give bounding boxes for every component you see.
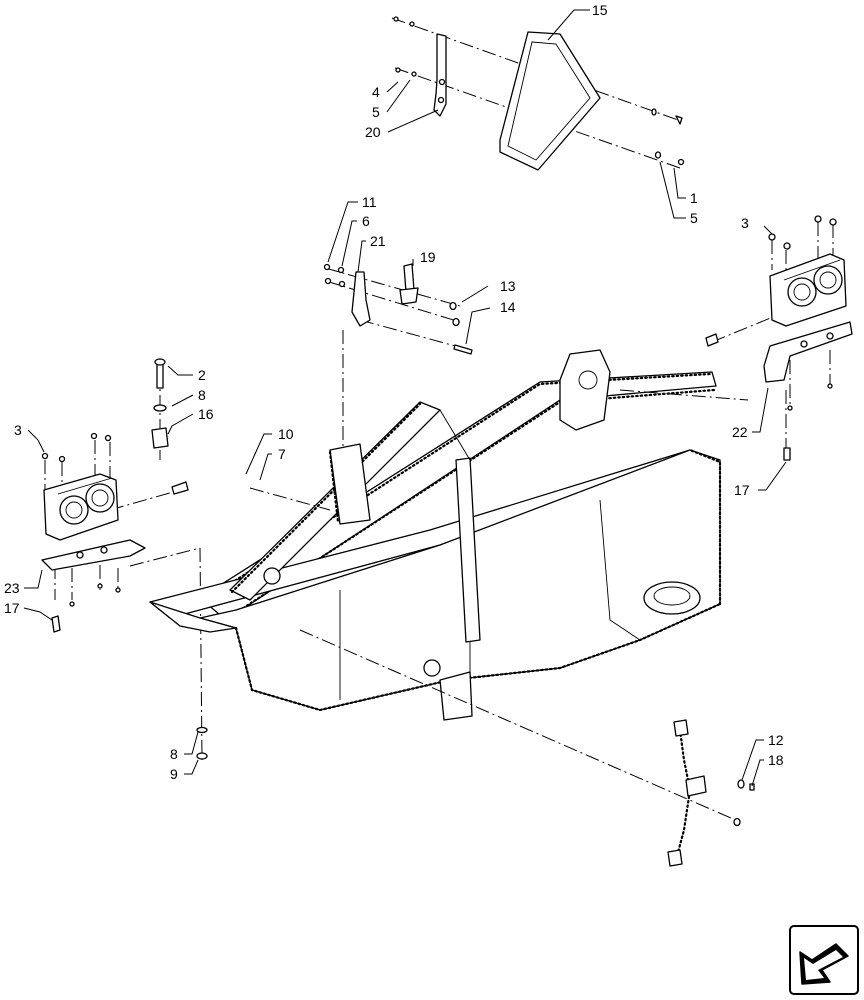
callout-8-bottom: 8 [170,746,178,762]
callout-14: 14 [500,299,516,315]
bracket-21 [351,271,371,327]
callout-9: 9 [170,766,178,782]
callout-15: 15 [592,2,608,18]
callout-5-right: 5 [690,210,698,226]
callout-13: 13 [500,278,516,294]
callout-4: 4 [372,84,380,100]
cylinder [455,457,481,643]
smv-triangle [499,31,601,171]
callout-7: 7 [278,446,286,462]
right-lamp-assembly [705,215,853,461]
callout-leaders [23,9,787,787]
callout-17-right: 17 [734,482,750,498]
callout-19: 19 [420,249,436,265]
callout-12: 12 [768,732,784,748]
callout-3-right: 3 [741,215,749,231]
callout-10: 10 [278,426,294,442]
callout-6: 6 [362,213,370,229]
smv-emblem-assembly [391,16,685,171]
bolt-2 [156,361,164,389]
callout-2: 2 [198,367,206,383]
callout-1: 1 [690,190,698,206]
wire-harness [667,719,755,867]
clip-19 [403,263,415,293]
callout-11: 11 [362,194,377,210]
callout-16: 16 [198,406,214,422]
callout-17-left: 17 [4,600,20,616]
callout-22: 22 [732,424,748,440]
center-bracket-assembly [323,263,473,510]
callout-23: 23 [4,580,20,596]
right-lamp-bracket [763,321,853,383]
callout-8-top: 8 [198,387,206,403]
smv-bracket [433,33,447,117]
callout-5-top: 5 [372,104,380,120]
navigation-arrow-icon[interactable] [789,925,859,995]
left-lamp-assembly [41,358,208,761]
left-lamp-bracket [41,539,146,571]
callout-18: 18 [768,752,784,768]
callout-21: 21 [370,233,386,249]
callout-labels: 15 4 5 20 1 5 11 6 21 19 13 14 3 2 8 16 … [4,2,784,782]
callout-3-left: 3 [14,422,22,438]
callout-20: 20 [365,124,381,140]
main-frame [149,349,749,823]
